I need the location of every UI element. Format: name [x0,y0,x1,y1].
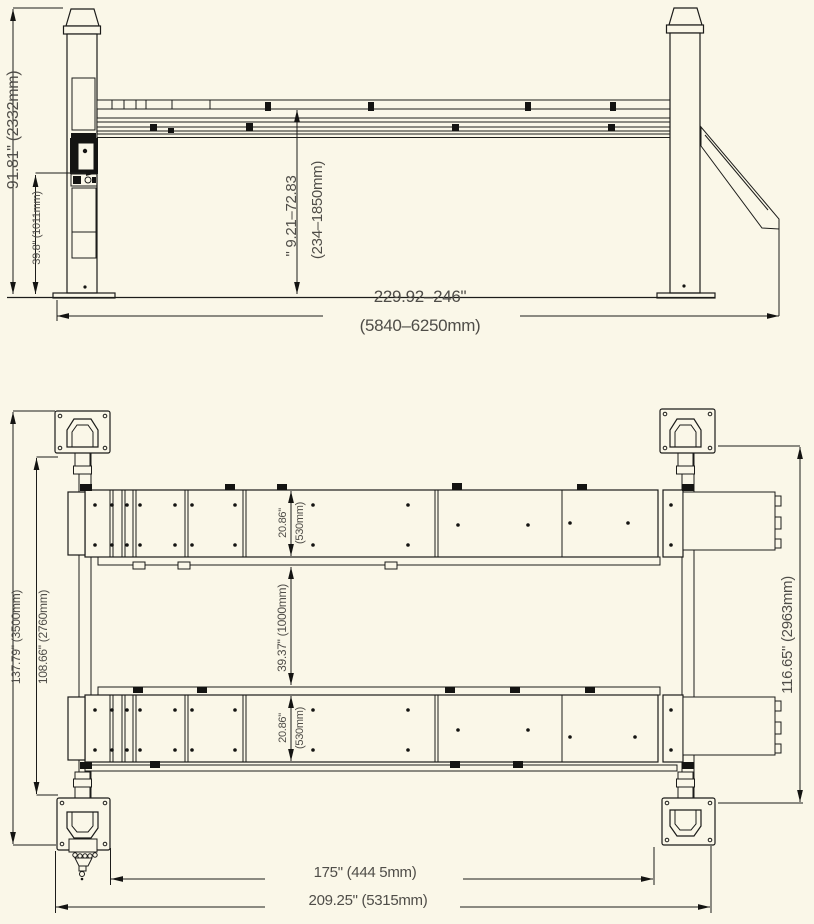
power-unit-height-label: 39.8" (1011mm) [31,191,43,264]
dimension-column-span-right: 116.65" (2963mm) [718,445,803,804]
dimension-lifting-range: " 9.21–72.83 (234–1850mm) [283,110,326,294]
dimension-runway-width-bottom: 20.86" (530mm) [277,696,306,761]
runway-bottom-outer-strip [84,764,678,772]
runway-top-ramp [682,491,782,551]
runway-width-top-inches: 20.86" [277,508,289,538]
overall-width-label: 137.79" (3500mm) [9,590,23,684]
approach-ramp-side [700,125,780,316]
power-unit [70,133,98,259]
runway-top-tabs [80,483,694,491]
runway-top-dividers [109,490,563,557]
dimension-post-outer-span: 209.25" (5315mm) [55,846,712,913]
runway-top-end-plate [662,489,684,558]
total-height-label: 91.81" (2332mm) [5,71,22,190]
runway-width-bottom-inches: 20.86" [277,713,289,743]
runway-bottom-left-cap [67,696,86,761]
base-plate-top-right [659,408,716,454]
runway-top-plan [67,483,782,570]
dimension-runway-width-top: 20.86" (530mm) [277,491,306,556]
right-column [656,7,716,299]
runway-bottom-end-plate [662,694,684,763]
oil-tank [71,187,97,233]
inner-width-label: 108.66" (2760mm) [36,590,50,684]
runway-width-top-mm: (530mm) [294,502,306,544]
runway-side [96,99,671,138]
overall-length-mm: (5840–6250mm) [360,316,481,335]
post-inner-span-label: 175" (444 5mm) [314,864,417,881]
plan-view: 137.79" (3500mm) 108.66" (2760mm) 116.65… [9,408,803,913]
lifting-range-inches: " 9.21–72.83 [283,176,300,257]
runway-gap-label: 39.37" (1000mm) [275,584,289,672]
column-panel [71,77,96,131]
overall-length-inches: 229.92–246" [374,287,467,306]
runway-top-bolt-holes [93,503,673,547]
runway-bottom-tabs [80,761,694,769]
dimension-inner-width: 108.66" (2760mm) [33,456,58,796]
side-elevation-view: 91.81" (2332mm) 39.8" (1011mm) " 9.21–72… [5,7,780,335]
dimension-total-height: 91.81" (2332mm) [5,7,63,294]
runway-bottom-ramp [682,696,782,756]
base-plate-bottom-right [661,797,716,846]
lifting-range-mm: (234–1850mm) [309,161,326,259]
dimension-overall-length: 229.92–246" (5840–6250mm) [56,287,779,335]
base-plate-bottom-left [56,797,111,851]
runway-width-bottom-mm: (530mm) [294,707,306,749]
runway-bottom-bolt-holes [93,708,673,752]
runway-bottom-plan [67,686,782,772]
dimension-post-inner-span: 175" (444 5mm) [110,847,655,885]
dimension-power-unit-height: 39.8" (1011mm) [31,170,98,294]
dimension-runway-gap: 39.37" (1000mm) [275,567,294,685]
runway-bottom-dividers [109,695,563,762]
dimension-overall-width: 137.79" (3500mm) [9,410,56,846]
power-unit-plan [68,838,98,881]
runway-top-left-cap [67,491,86,556]
runway-bottom-inner-strip [97,686,661,696]
post-outer-span-label: 209.25" (5315mm) [309,892,428,909]
base-plate-top-left [54,410,111,454]
column-span-right-label: 116.65" (2963mm) [779,576,796,694]
